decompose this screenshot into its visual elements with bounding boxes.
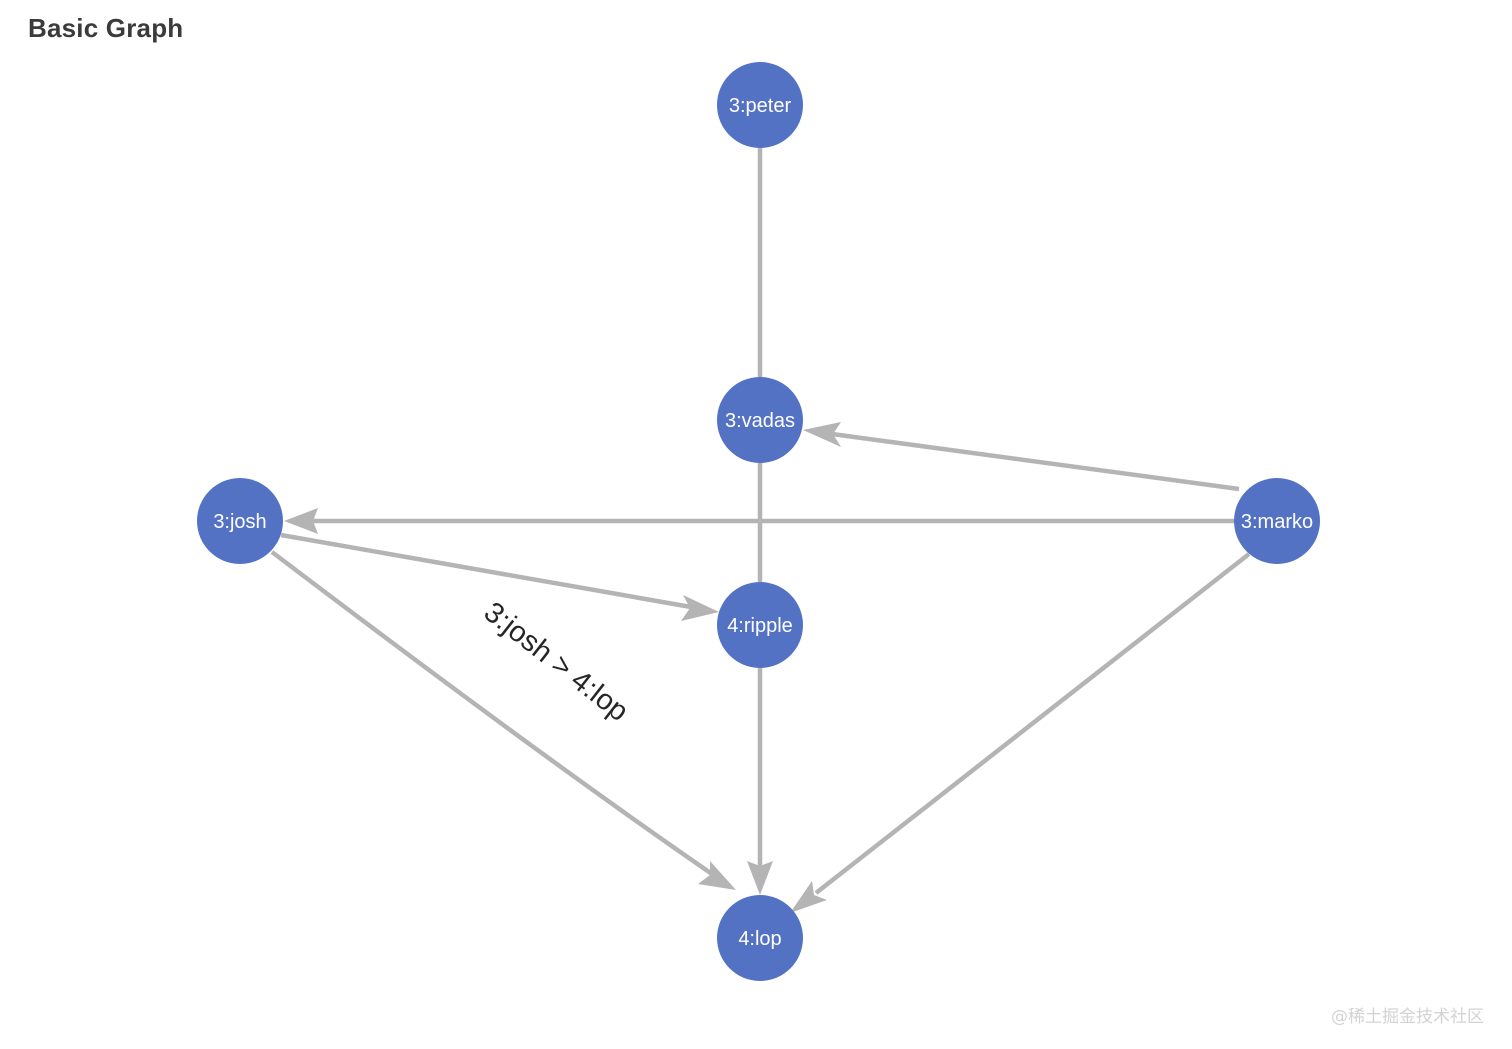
edge-marko-lop[interactable]	[790, 552, 1251, 913]
edge-josh-ripple[interactable]	[280, 532, 719, 621]
node-label: 3:vadas	[725, 410, 795, 432]
node-label: 4:ripple	[727, 615, 793, 637]
edge-layer	[270, 148, 1251, 913]
node-circle	[717, 895, 803, 981]
node-label: 3:peter	[729, 95, 792, 117]
node-circle	[1234, 478, 1320, 564]
node-layer: 3:peter 3:vadas 3:josh 3:marko 4:ripple …	[197, 62, 1320, 981]
arrow-head-icon	[284, 508, 318, 534]
watermark: @稀土掘金技术社区	[1331, 1007, 1484, 1027]
node-marko[interactable]: 3:marko	[1234, 478, 1320, 564]
edge-ripple-lop[interactable]	[747, 668, 773, 895]
arrow-head-icon	[681, 595, 719, 621]
node-label: 3:marko	[1241, 511, 1313, 533]
edge-label-layer: 3:josh > 4:lop	[478, 596, 634, 728]
page-title: Basic Graph	[28, 13, 184, 43]
node-josh[interactable]: 3:josh	[197, 478, 283, 564]
edge-line	[814, 552, 1251, 895]
node-circle	[717, 377, 803, 463]
arrow-head-icon	[803, 422, 841, 447]
edge-line	[270, 550, 714, 876]
arrow-head-icon	[747, 861, 773, 895]
node-label: 4:lop	[738, 928, 781, 950]
edge-marko-vadas[interactable]	[803, 422, 1240, 492]
node-circle	[717, 62, 803, 148]
arrow-head-icon	[698, 861, 736, 890]
edge-label-josh-lop: 3:josh > 4:lop	[478, 596, 634, 728]
node-peter[interactable]: 3:peter	[717, 62, 803, 148]
edge-line	[280, 532, 692, 610]
node-vadas[interactable]: 3:vadas	[717, 377, 803, 463]
node-circle	[197, 478, 283, 564]
edge-marko-josh[interactable]	[284, 508, 1234, 534]
arrow-head-icon	[790, 881, 827, 913]
edge-josh-lop[interactable]	[270, 550, 736, 890]
node-label: 3:josh	[213, 511, 266, 533]
node-ripple[interactable]: 4:ripple	[717, 582, 803, 668]
node-lop[interactable]: 4:lop	[717, 895, 803, 981]
edge-line	[831, 431, 1240, 492]
node-circle	[717, 582, 803, 668]
